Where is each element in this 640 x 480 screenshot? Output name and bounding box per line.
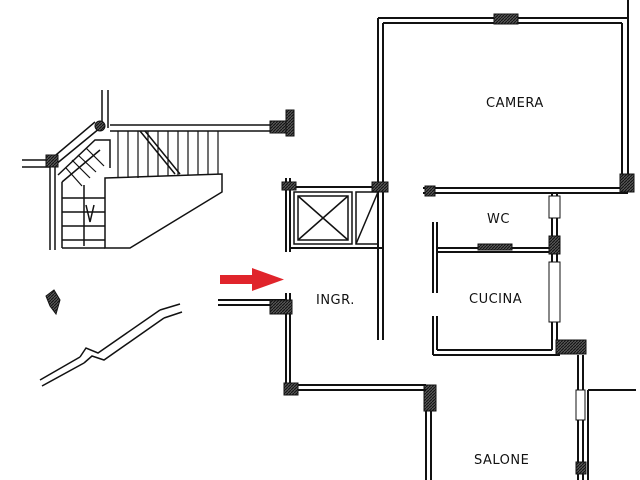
pillar-ingr-mid xyxy=(371,181,389,193)
stair-treads xyxy=(65,131,219,187)
salone-walls xyxy=(425,355,636,480)
small-fixture xyxy=(45,289,61,316)
wc-door-sill xyxy=(477,243,513,251)
pillar-stair-left xyxy=(45,154,59,168)
pillar-stair-right xyxy=(285,109,295,137)
pillar-ingr-door xyxy=(269,299,293,315)
camera-walls xyxy=(377,0,629,194)
pillar-camera xyxy=(619,173,635,193)
pillar-camera-door xyxy=(424,185,436,197)
stair-column xyxy=(94,120,106,132)
pillar-salone-left xyxy=(423,384,437,412)
room-label-camera: CAMERA xyxy=(486,96,544,111)
staircase-icon xyxy=(22,90,290,250)
wc-wall-block xyxy=(548,235,561,255)
window-camera-top xyxy=(493,13,519,25)
room-label-cucina: CUCINA xyxy=(469,292,522,307)
outer-diagonal-wall xyxy=(39,303,183,387)
pillar-salone-bottom xyxy=(575,461,587,475)
room-label-wc: WC xyxy=(487,212,510,227)
salone-window xyxy=(575,389,586,421)
pillar-ingr-top xyxy=(281,181,297,191)
room-label-salone: SALONE xyxy=(474,453,529,468)
room-label-ingresso: INGR. xyxy=(316,293,355,308)
cucina-walls xyxy=(432,222,560,356)
pillar-ingr-bottom xyxy=(283,382,299,396)
cucina-window xyxy=(548,261,561,323)
arrow-right-icon xyxy=(220,268,284,291)
elevator-shaft-icon xyxy=(293,191,379,245)
wc-window xyxy=(548,195,561,219)
pillar-cucina xyxy=(555,339,587,355)
